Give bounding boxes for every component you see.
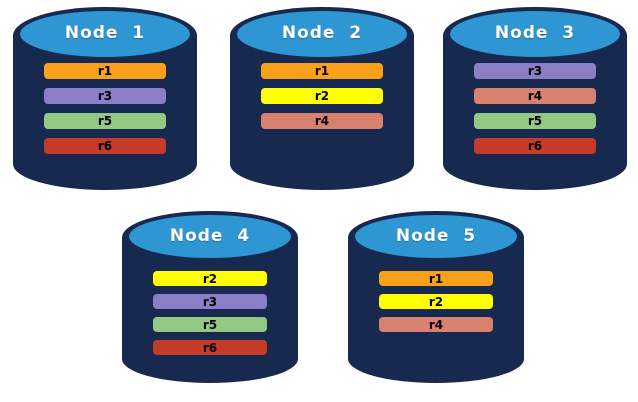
partition-bar-r4: r4 <box>261 113 383 129</box>
cylinder-top-face: Node 4 <box>129 215 291 258</box>
partition-bar-r6: r6 <box>153 340 267 355</box>
partition-bar-r4: r4 <box>379 317 493 332</box>
partition-label: r2 <box>314 89 330 103</box>
node-2-title: Node 2 <box>281 23 363 43</box>
partition-label: r3 <box>202 294 218 309</box>
partition-bar-r1: r1 <box>379 271 493 286</box>
partition-label: r1 <box>314 64 330 78</box>
node-3-partition-list: r3 r4 r5 r6 <box>443 63 627 154</box>
cylinder-top-face: Node 5 <box>355 215 517 258</box>
partition-bar-r6: r6 <box>44 138 166 154</box>
partition-bar-r2: r2 <box>261 88 383 104</box>
cylinder-top-face: Node 3 <box>450 11 620 57</box>
partition-bar-r5: r5 <box>474 113 596 129</box>
partition-bar-r4: r4 <box>474 88 596 104</box>
partition-bar-r3: r3 <box>153 294 267 309</box>
cylinder-top-face: Node 1 <box>20 11 190 57</box>
partition-label: r2 <box>428 294 444 309</box>
partition-label: r1 <box>428 271 444 286</box>
partition-label: r3 <box>527 64 543 78</box>
partition-bar-r2: r2 <box>379 294 493 309</box>
node-2: Node 2 r1 r2 r4 <box>230 7 414 190</box>
partition-label: r5 <box>527 114 543 128</box>
node-1: Node 1 r1 r3 r5 r6 <box>13 7 197 190</box>
partition-label: r3 <box>97 89 113 103</box>
node-4-title: Node 4 <box>169 225 251 246</box>
partition-label: r1 <box>97 64 113 78</box>
node-5-title: Node 5 <box>395 225 477 246</box>
partition-label: r4 <box>314 114 330 128</box>
node-4-partition-list: r2 r3 r5 r6 <box>122 271 298 355</box>
partition-label: r4 <box>428 317 444 332</box>
cylinder-top-face: Node 2 <box>237 11 407 57</box>
partition-bar-r3: r3 <box>44 88 166 104</box>
partition-bar-r1: r1 <box>44 63 166 79</box>
partition-label: r6 <box>527 139 543 153</box>
partition-label: r4 <box>527 89 543 103</box>
node-2-partition-list: r1 r2 r4 <box>230 63 414 129</box>
partition-bar-r5: r5 <box>153 317 267 332</box>
node-3-title: Node 3 <box>494 23 576 43</box>
partition-bar-r6: r6 <box>474 138 596 154</box>
node-1-partition-list: r1 r3 r5 r6 <box>13 63 197 154</box>
node-3: Node 3 r3 r4 r5 r6 <box>443 7 627 190</box>
node-4: Node 4 r2 r3 r5 r6 <box>122 211 298 383</box>
node-1-title: Node 1 <box>64 23 146 43</box>
partition-bar-r3: r3 <box>474 63 596 79</box>
partition-label: r5 <box>97 114 113 128</box>
node-5: Node 5 r1 r2 r4 <box>348 211 524 383</box>
partition-bar-r5: r5 <box>44 113 166 129</box>
node-5-partition-list: r1 r2 r4 <box>348 271 524 332</box>
partition-label: r6 <box>97 139 113 153</box>
partition-bar-r1: r1 <box>261 63 383 79</box>
partition-label: r2 <box>202 271 218 286</box>
partition-label: r5 <box>202 317 218 332</box>
partition-bar-r2: r2 <box>153 271 267 286</box>
partition-label: r6 <box>202 340 218 355</box>
